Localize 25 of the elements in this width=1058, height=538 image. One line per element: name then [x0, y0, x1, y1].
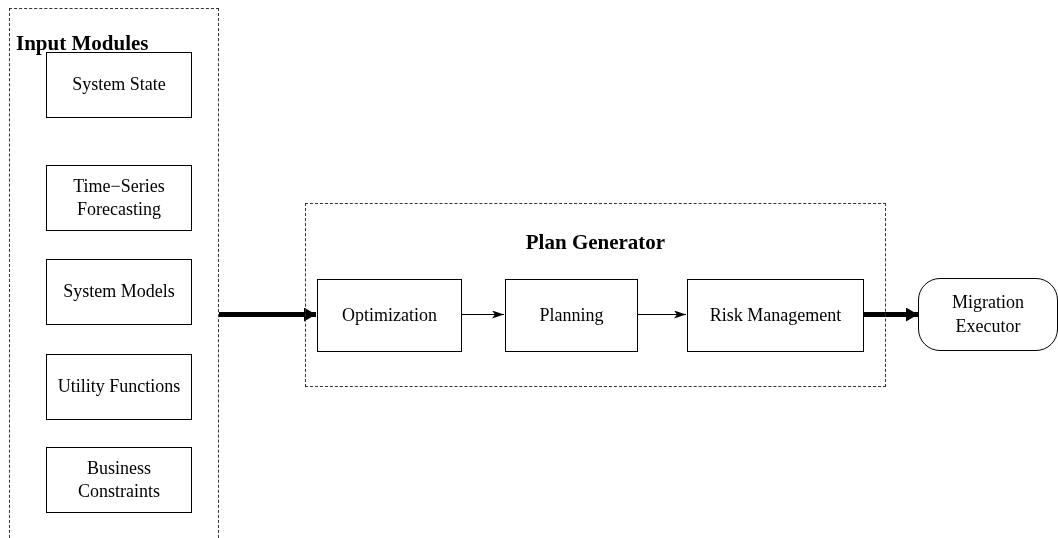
group-title: Plan Generator	[524, 230, 667, 255]
box-label: Time−Series Forecasting	[72, 174, 166, 221]
process-box	[46, 354, 192, 420]
dashed-group-frame	[9, 8, 219, 538]
box-label: System State	[72, 73, 166, 97]
terminal-box	[918, 278, 1058, 351]
arrow	[219, 307, 316, 322]
box-label: Risk Management	[709, 303, 842, 327]
box-label: System Models	[63, 280, 175, 304]
process-box	[46, 165, 192, 231]
dashed-group-frame	[305, 203, 886, 387]
group-title: Input Modules	[16, 31, 149, 56]
arrow	[863, 307, 918, 322]
box-label: Migration Executor	[951, 291, 1025, 338]
process-box	[46, 447, 192, 513]
arrow	[636, 310, 687, 319]
box-label: Business Constraints	[77, 456, 161, 503]
box-label: Utility Functions	[57, 375, 181, 399]
process-box	[317, 279, 462, 352]
process-box	[505, 279, 638, 352]
process-box	[46, 259, 192, 325]
process-box	[687, 279, 864, 352]
arrow	[460, 310, 505, 319]
box-label: Planning	[539, 303, 604, 327]
box-label: Optimization	[342, 303, 437, 327]
